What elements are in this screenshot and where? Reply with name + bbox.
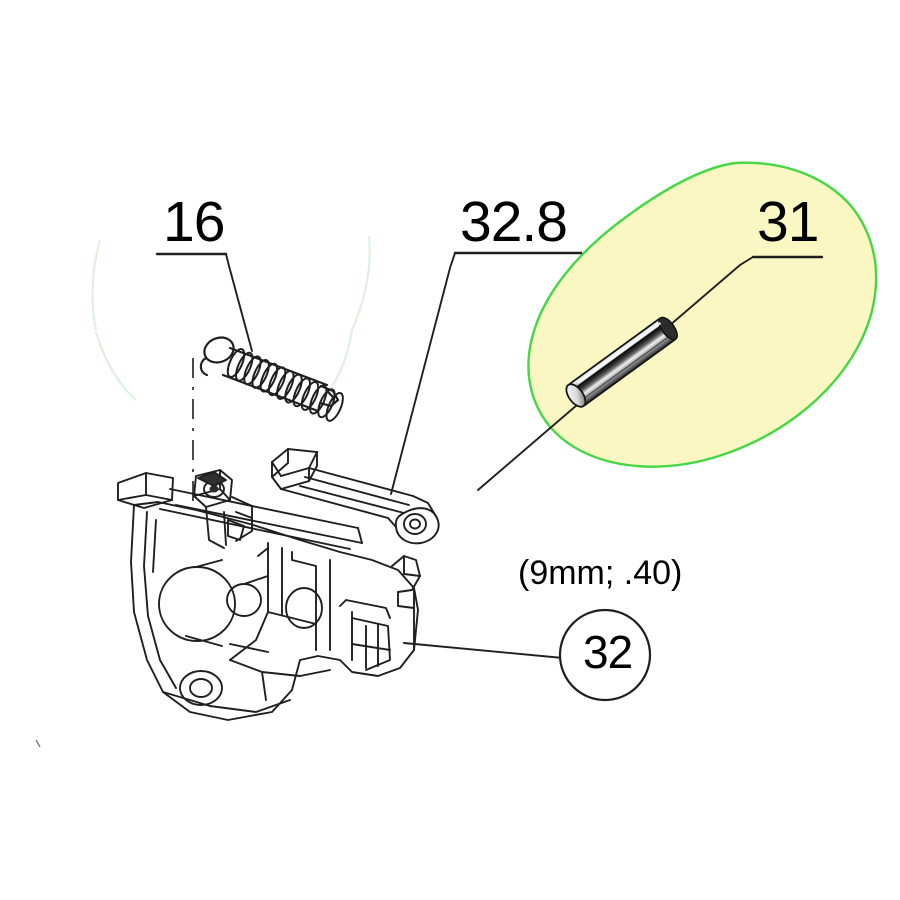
leader-lines <box>155 251 824 659</box>
callout-32-circle[interactable] <box>558 608 652 702</box>
caliber-note-text: (9mm; .40) <box>518 554 683 592</box>
part-32-8-slide-stop-lever[interactable] <box>270 448 440 545</box>
callout-label-32[interactable]: 32 <box>583 626 633 678</box>
part-32-frame-assembly[interactable] <box>117 469 421 721</box>
callout-label-31[interactable]: 31 <box>757 190 819 254</box>
part-31-roll-pin[interactable] <box>563 314 681 410</box>
part-16-extension-spring[interactable] <box>199 333 347 423</box>
roll-pin-slot <box>577 324 663 388</box>
leader-32-8 <box>390 251 583 495</box>
roll-pin-end-cap-right <box>658 316 678 341</box>
leader-32 <box>403 642 564 659</box>
roll-pin-end-cap-left <box>565 383 587 408</box>
leader-16 <box>155 252 253 352</box>
part-31-highlight-blob[interactable] <box>527 161 878 468</box>
callout-label-16[interactable]: 16 <box>163 190 225 254</box>
stray-ink-mark <box>35 739 41 748</box>
callout-label-32-8[interactable]: 32.8 <box>460 190 568 254</box>
leader-31 <box>477 255 824 491</box>
